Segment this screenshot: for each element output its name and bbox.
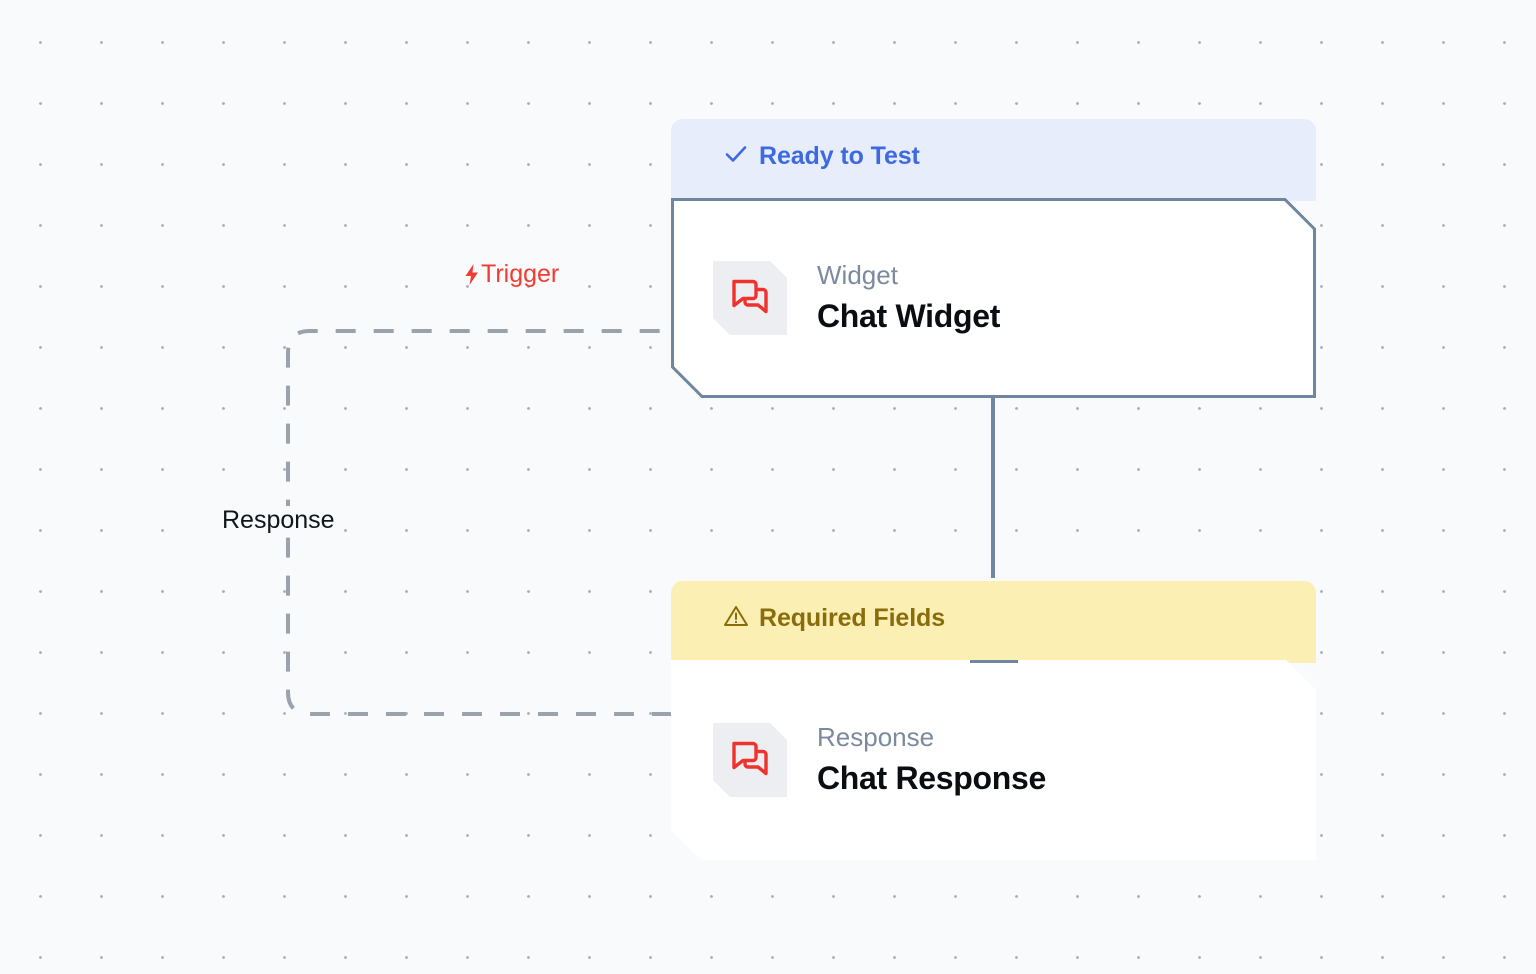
chat-bubbles-icon bbox=[726, 734, 774, 787]
chat-bubbles-icon bbox=[726, 272, 774, 325]
chat-widget-text-block: Widget Chat Widget bbox=[817, 259, 1000, 337]
chat-response-kind-label: Response bbox=[817, 722, 935, 752]
chat-widget-kind-label: Widget bbox=[817, 260, 898, 290]
warning-triangle-icon bbox=[723, 603, 749, 637]
chat-response-status-banner: Required Fields bbox=[671, 581, 1316, 663]
trigger-edge-label-text: Trigger bbox=[481, 260, 560, 288]
chat-widget-status-banner: Ready to Test bbox=[671, 119, 1316, 201]
response-edge-label-text: Response bbox=[222, 506, 335, 534]
trigger-edge-path[interactable] bbox=[286, 329, 672, 716]
trigger-edge-label: Trigger bbox=[463, 260, 559, 289]
chat-response-status-text: Required Fields bbox=[759, 604, 946, 632]
chat-widget-node[interactable]: Ready to Test Widget Chat Widget bbox=[671, 119, 1316, 398]
chat-response-node[interactable]: Required Fields Response Chat Response bbox=[671, 581, 1316, 860]
chat-widget-card-body[interactable]: Widget Chat Widget bbox=[671, 198, 1316, 398]
chat-widget-title: Chat Widget bbox=[817, 298, 1001, 334]
lightning-bolt-icon bbox=[463, 262, 480, 287]
chat-response-title: Chat Response bbox=[817, 760, 1047, 796]
chat-response-icon-tile bbox=[713, 723, 787, 797]
check-icon bbox=[723, 141, 749, 175]
chat-widget-status-text: Ready to Test bbox=[759, 142, 920, 170]
chat-response-text-block: Response Chat Response bbox=[817, 721, 1046, 799]
chat-response-card-body[interactable]: Response Chat Response bbox=[671, 660, 1316, 860]
chat-widget-icon-tile bbox=[713, 261, 787, 335]
response-edge-label: Response bbox=[218, 506, 339, 535]
